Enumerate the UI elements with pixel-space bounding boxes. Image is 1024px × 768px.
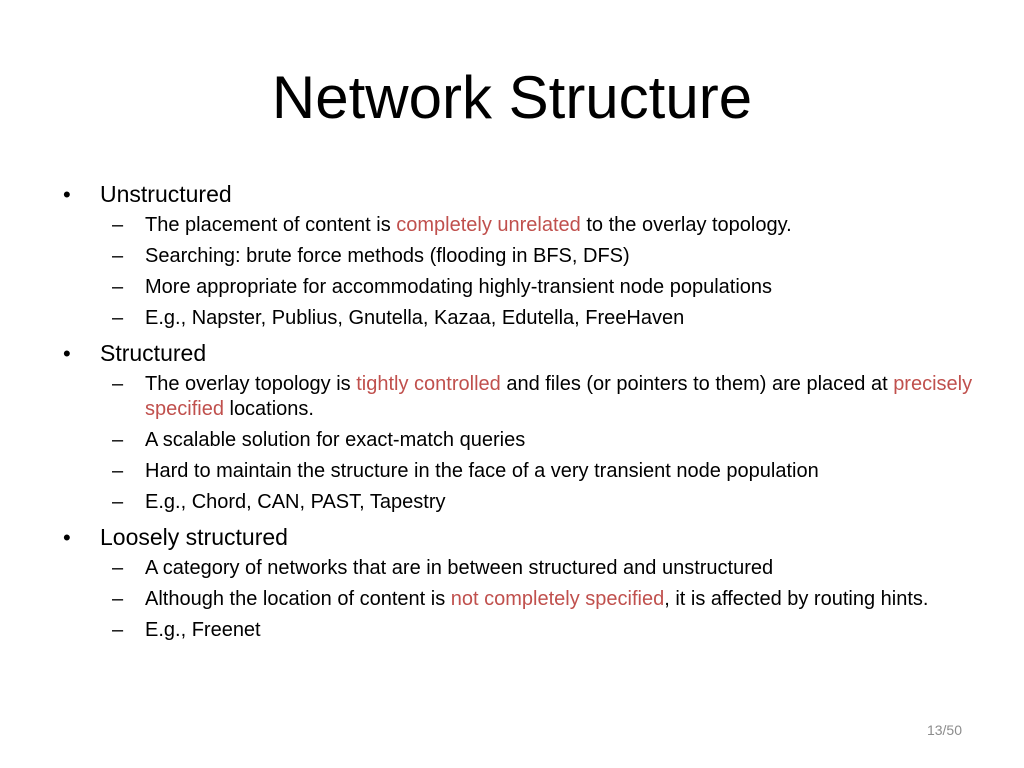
sub-text: , it is affected by routing hints. bbox=[664, 588, 929, 610]
section-structured: • Structured – The overlay topology is t… bbox=[60, 337, 980, 515]
sub-item: – Although the location of content is no… bbox=[60, 587, 980, 612]
sub-text: and files (or pointers to them) are plac… bbox=[500, 373, 894, 395]
section-loosely-structured: • Loosely structured – A category of net… bbox=[60, 521, 980, 643]
dash-icon: – bbox=[112, 491, 124, 513]
bullet-item: • Unstructured bbox=[60, 178, 980, 211]
sub-text: The placement of content is bbox=[145, 214, 397, 236]
dash-icon: – bbox=[112, 214, 124, 236]
sub-item: – The overlay topology is tightly contro… bbox=[60, 372, 980, 422]
dash-icon: – bbox=[112, 373, 124, 395]
sub-text: More appropriate for accommodating highl… bbox=[145, 276, 773, 298]
dash-icon: – bbox=[112, 245, 124, 267]
bullet-item: • Structured bbox=[60, 337, 980, 370]
bullet-heading: Unstructured bbox=[100, 181, 232, 207]
sub-text: E.g., Freenet bbox=[145, 619, 261, 641]
dash-icon: – bbox=[112, 588, 124, 610]
sub-text: Searching: brute force methods (flooding… bbox=[145, 245, 630, 267]
sub-text: A category of networks that are in betwe… bbox=[145, 557, 774, 579]
highlight-text: not completely specified bbox=[450, 588, 665, 610]
highlight-text: completely unrelated bbox=[396, 214, 581, 236]
sub-text: locations. bbox=[223, 398, 314, 420]
sub-item: – A category of networks that are in bet… bbox=[60, 556, 980, 581]
sub-item: – A scalable solution for exact-match qu… bbox=[60, 428, 980, 453]
sub-text: E.g., Chord, CAN, PAST, Tapestry bbox=[145, 491, 446, 513]
dash-icon: – bbox=[112, 460, 124, 482]
bullet-heading: Loosely structured bbox=[100, 524, 288, 550]
sub-item: – Hard to maintain the structure in the … bbox=[60, 459, 980, 484]
highlight-text: precisely specified bbox=[145, 373, 973, 420]
slide-content: • Unstructured – The placement of conten… bbox=[60, 178, 980, 649]
sub-text: A scalable solution for exact-match quer… bbox=[145, 429, 526, 451]
sub-list: – A category of networks that are in bet… bbox=[60, 556, 980, 643]
dash-icon: – bbox=[112, 429, 124, 451]
sub-list: – The overlay topology is tightly contro… bbox=[60, 372, 980, 515]
dash-icon: – bbox=[112, 557, 124, 579]
dash-icon: – bbox=[112, 276, 124, 298]
dash-icon: – bbox=[112, 307, 124, 329]
sub-text: to the overlay topology. bbox=[580, 214, 792, 236]
sub-text: The overlay topology is bbox=[145, 373, 357, 395]
sub-item: – Searching: brute force methods (floodi… bbox=[60, 244, 980, 269]
highlight-text: tightly controlled bbox=[356, 373, 501, 395]
bullet-heading: Structured bbox=[100, 340, 207, 366]
sub-list: – The placement of content is completely… bbox=[60, 213, 980, 331]
sub-text: Although the location of content is bbox=[145, 588, 451, 610]
dash-icon: – bbox=[112, 619, 124, 641]
sub-item: – E.g., Freenet bbox=[60, 618, 980, 643]
sub-item: – E.g., Chord, CAN, PAST, Tapestry bbox=[60, 490, 980, 515]
bullet-dot-icon: • bbox=[63, 525, 71, 550]
bullet-item: • Loosely structured bbox=[60, 521, 980, 554]
bullet-dot-icon: • bbox=[63, 182, 71, 207]
sub-text: E.g., Napster, Publius, Gnutella, Kazaa,… bbox=[145, 307, 685, 329]
sub-item: – More appropriate for accommodating hig… bbox=[60, 275, 980, 300]
sub-item: – The placement of content is completely… bbox=[60, 213, 980, 238]
bullet-dot-icon: • bbox=[63, 341, 71, 366]
page-number: 13/50 bbox=[926, 722, 962, 738]
sub-text: Hard to maintain the structure in the fa… bbox=[145, 460, 819, 482]
slide-title: Network Structure bbox=[271, 64, 753, 131]
sub-item: – E.g., Napster, Publius, Gnutella, Kaza… bbox=[60, 306, 980, 331]
section-unstructured: • Unstructured – The placement of conten… bbox=[60, 178, 980, 331]
